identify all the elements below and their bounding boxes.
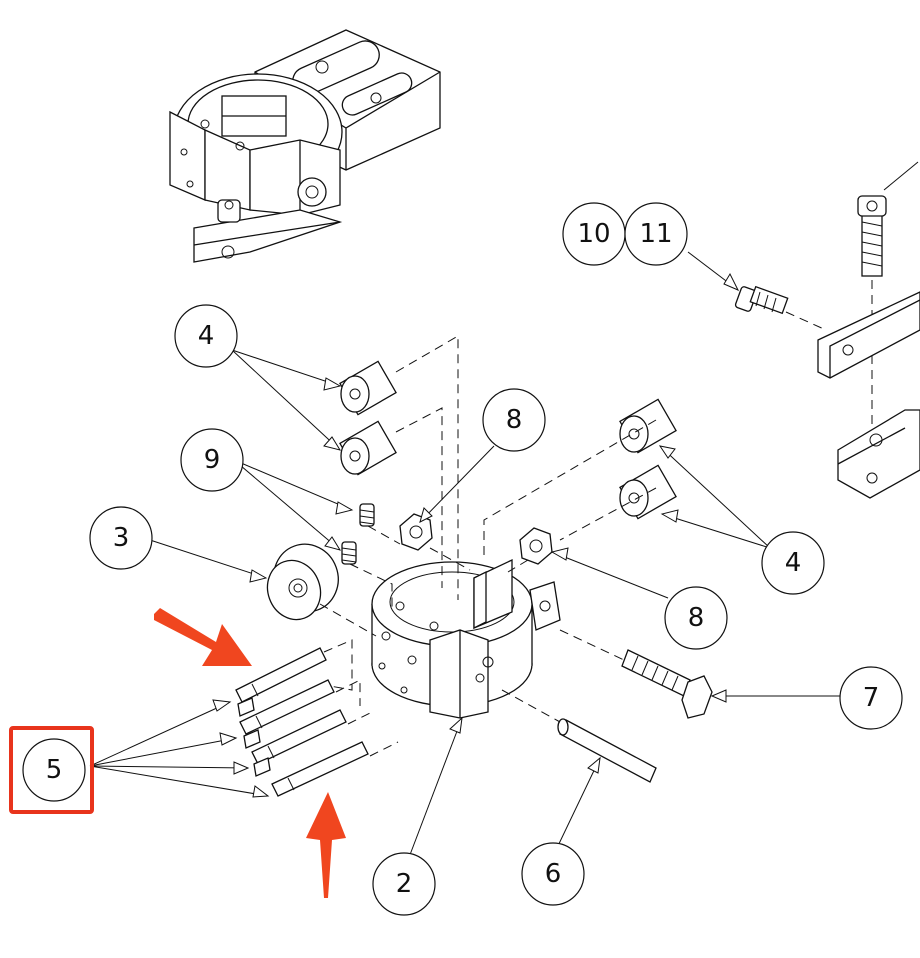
pin-set <box>235 647 369 797</box>
callout-2-label: 2 <box>396 869 413 899</box>
callout-8-right-label: 8 <box>688 603 705 633</box>
right-partial-parts <box>817 161 920 499</box>
callout-4-top-label: 4 <box>198 321 215 351</box>
roller-right-1 <box>619 398 677 454</box>
dashed-assembly-lines <box>319 335 657 757</box>
callout-4-right-label: 4 <box>785 548 802 578</box>
callout-3: 3 <box>89 506 153 570</box>
callout-2: 2 <box>372 852 436 916</box>
callout-9-label: 9 <box>204 445 221 475</box>
flanged-bolt <box>734 285 827 331</box>
callout-10: 10 <box>562 202 626 266</box>
wheel-part <box>266 543 339 621</box>
callout-5: 5 <box>22 738 86 802</box>
callout-4-right: 4 <box>761 531 825 595</box>
set-screw-2 <box>341 541 357 565</box>
callout-8-right: 8 <box>664 586 728 650</box>
callout-6-label: 6 <box>545 859 562 889</box>
callout-7: 7 <box>839 666 903 730</box>
roller-top-2 <box>339 420 397 476</box>
hex-bolt <box>621 649 713 719</box>
callout-10-label: 10 <box>577 219 610 249</box>
callout-8-top-label: 8 <box>506 405 523 435</box>
hex-nut-1 <box>399 513 433 551</box>
callout-11: 11 <box>624 202 688 266</box>
highlight-box <box>9 726 94 814</box>
red-arrow-diagonal <box>154 608 252 666</box>
long-pin <box>557 718 657 783</box>
callout-6: 6 <box>521 842 585 906</box>
roller-top-1 <box>339 360 397 416</box>
callout-7-label: 7 <box>863 683 880 713</box>
callout-9: 9 <box>180 428 244 492</box>
callout-8-top: 8 <box>482 388 546 452</box>
set-screw-1 <box>359 503 375 527</box>
main-body <box>371 558 561 719</box>
red-arrow-vertical <box>306 792 346 898</box>
callout-4-top: 4 <box>174 304 238 368</box>
callout-5-label: 5 <box>46 755 63 785</box>
hex-nut-2 <box>519 527 553 565</box>
assembled-unit-drawing <box>169 29 441 263</box>
leader-lines <box>89 251 840 861</box>
callout-11-label: 11 <box>639 219 672 249</box>
callout-3-label: 3 <box>113 523 130 553</box>
